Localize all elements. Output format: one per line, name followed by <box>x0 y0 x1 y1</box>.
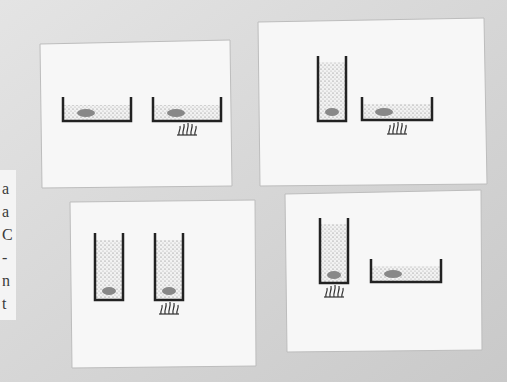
cut-off-text: - <box>2 249 7 267</box>
cut-off-text: C <box>2 226 13 244</box>
cut-off-text: a <box>2 180 9 198</box>
cut-off-text: a <box>2 203 9 221</box>
cut-off-text: n <box>2 272 10 290</box>
cut-off-text: t <box>2 295 6 313</box>
